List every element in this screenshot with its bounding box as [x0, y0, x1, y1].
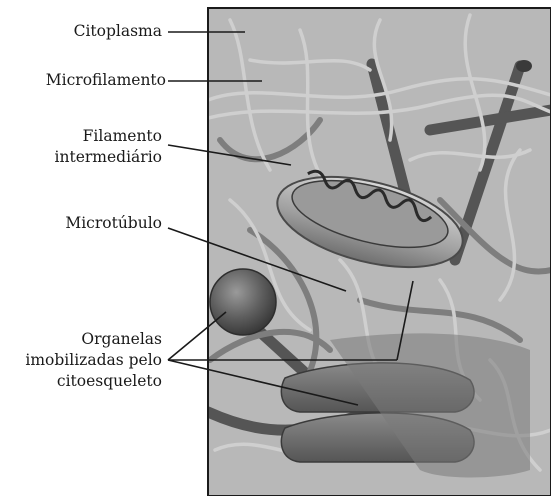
vesicle: [210, 269, 276, 335]
label-organelas: Organelas imobilizadas pelo citoesquelet…: [0, 329, 162, 392]
label-microfilamento: Microfilamento: [0, 70, 166, 91]
label-filamento-intermediario: Filamento intermediário: [0, 126, 162, 168]
label-microtubulo: Microtúbulo: [0, 213, 162, 234]
label-citoplasma: Citoplasma: [0, 21, 162, 42]
